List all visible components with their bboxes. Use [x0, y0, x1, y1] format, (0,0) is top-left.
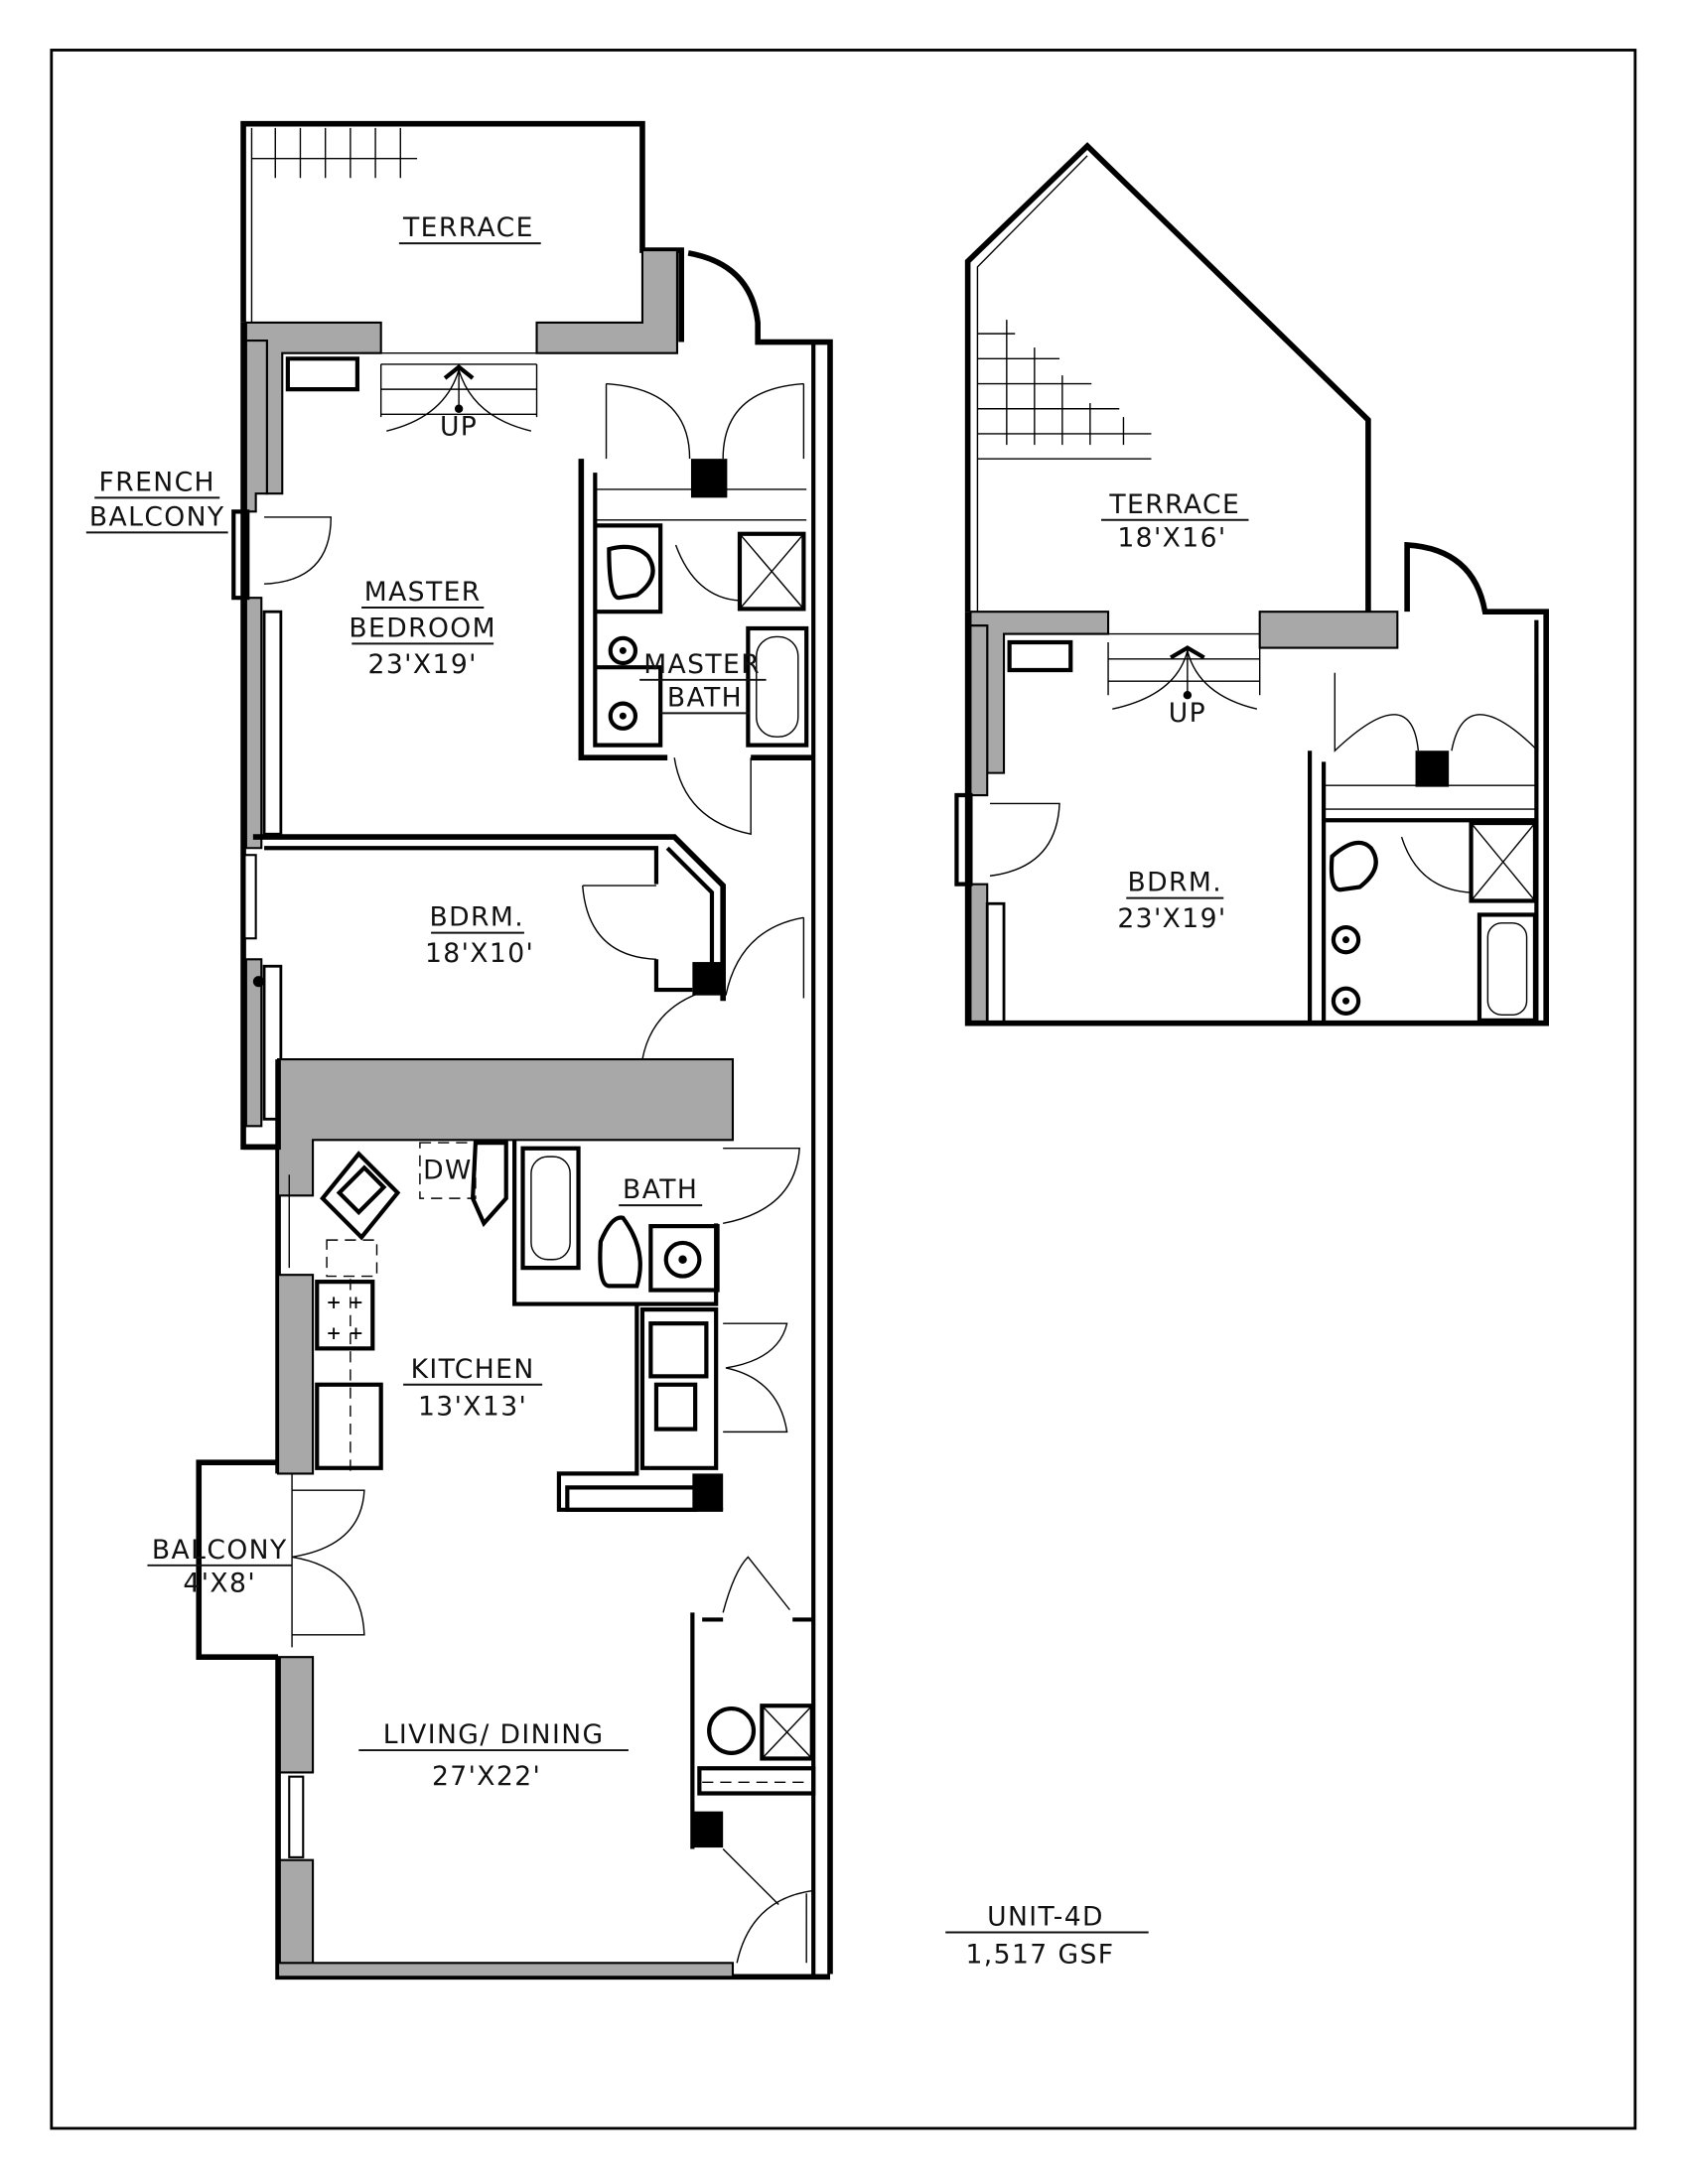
- unit-title-block: UNIT-4D 1,517 GSF: [945, 1901, 1149, 1970]
- svg-text:+: +: [350, 1320, 362, 1346]
- page-border: [50, 49, 1637, 2130]
- svg-text:+: +: [327, 1290, 340, 1315]
- svg-text:BALCONY: BALCONY: [89, 501, 225, 532]
- room-label-bath: BATH: [619, 1174, 703, 1207]
- svg-text:BALCONY: BALCONY: [152, 1535, 288, 1566]
- upper-stair-up-label: UP: [1169, 698, 1206, 729]
- svg-text:MASTER: MASTER: [364, 577, 482, 608]
- room-label-bedroom: BDRM. 18'X10': [425, 902, 534, 969]
- svg-text:27'X22': 27'X22': [432, 1761, 541, 1792]
- svg-text:BDRM.: BDRM.: [430, 902, 525, 933]
- svg-text:+: +: [350, 1290, 362, 1315]
- svg-text:18'X16': 18'X16': [1117, 522, 1226, 553]
- room-label-upper-bedroom: BDRM. 23'X19': [1117, 868, 1226, 934]
- room-label-living-dining: LIVING/ DINING 27'X22': [358, 1719, 629, 1792]
- stair-up: UP: [379, 352, 538, 442]
- lower-level-plan: UP: [85, 120, 833, 1980]
- upper-level-plan: UP TERRACE 18'X16' BDRM. 23'X19': [954, 142, 1549, 1026]
- svg-text:BEDROOM: BEDROOM: [349, 613, 496, 643]
- svg-text:18'X10': 18'X10': [425, 938, 534, 969]
- room-label-master-bath: MASTER BATH: [639, 649, 767, 715]
- label-french-balcony: FRENCH BALCONY: [85, 467, 228, 534]
- dishwasher-label: DW: [423, 1156, 473, 1186]
- svg-text:MASTER: MASTER: [643, 649, 761, 680]
- svg-text:FRENCH: FRENCH: [99, 467, 215, 497]
- svg-text:BATH: BATH: [623, 1174, 698, 1205]
- svg-text:TERRACE: TERRACE: [1108, 489, 1240, 520]
- svg-text:BDRM.: BDRM.: [1127, 868, 1222, 898]
- svg-text:13'X13': 13'X13': [418, 1392, 527, 1423]
- unit-title: UNIT-4D: [987, 1901, 1104, 1932]
- room-label-kitchen: KITCHEN 13'X13': [403, 1354, 543, 1423]
- svg-text:4'X8': 4'X8': [183, 1568, 256, 1598]
- unit-area: 1,517 GSF: [965, 1939, 1114, 1970]
- room-label-master-bedroom: MASTER BEDROOM 23'X19': [349, 577, 496, 680]
- room-label-terrace: TERRACE: [398, 212, 541, 245]
- label-balcony: BALCONY 4'X8': [147, 1535, 293, 1598]
- stair-up-label: UP: [440, 411, 478, 442]
- svg-text:+: +: [327, 1320, 340, 1346]
- svg-text:23'X19': 23'X19': [368, 649, 478, 680]
- kitchen-fixtures: DW + + + +: [277, 1141, 508, 1475]
- svg-text:LIVING/ DINING: LIVING/ DINING: [383, 1719, 605, 1750]
- svg-text:BATH: BATH: [667, 682, 743, 713]
- svg-text:TERRACE: TERRACE: [402, 212, 534, 243]
- svg-text:23'X19': 23'X19': [1117, 903, 1226, 934]
- svg-text:KITCHEN: KITCHEN: [411, 1354, 535, 1385]
- room-label-upper-terrace: TERRACE 18'X16': [1101, 489, 1249, 553]
